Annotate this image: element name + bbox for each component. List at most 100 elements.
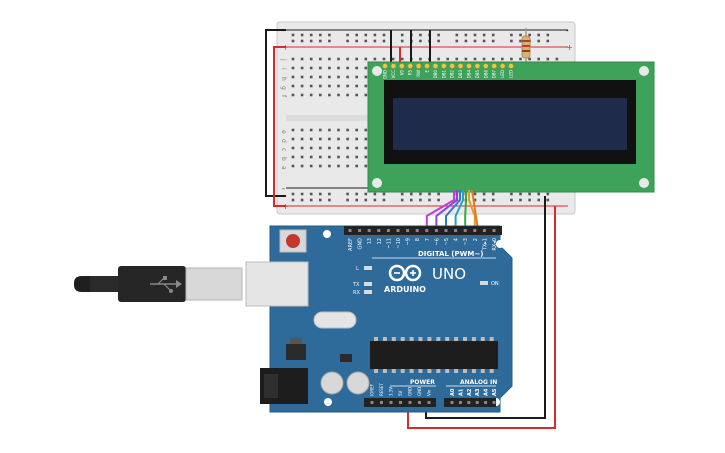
arduino-uno[interactable]: AREF GND 13 12 ~11 ~10 ~9 8 7 ~6 ~5 4 ~3… (245, 225, 513, 413)
breadboard-hole (346, 192, 349, 196)
breadboard-hole (328, 137, 331, 141)
resistor-band (522, 40, 530, 42)
voltage-regulator-tab (290, 338, 302, 344)
breadboard-hole (364, 146, 368, 150)
breadboard-hole (328, 164, 331, 168)
digital-header-pin (492, 229, 496, 232)
breadboard-hole (346, 93, 349, 97)
rail-minus-bottom-left: - (282, 184, 285, 193)
breadboard-hole (337, 128, 340, 132)
chip-pin (436, 337, 441, 341)
breadboard-hole (382, 192, 386, 196)
breadboard-hole (382, 33, 386, 37)
digital-header-pin (406, 229, 410, 232)
breadboard-hole (355, 164, 358, 168)
usb-strain-relief (90, 276, 118, 292)
digital-pin-label: TX▸1 (482, 238, 488, 251)
data-wire (445, 190, 461, 230)
resistor[interactable] (521, 28, 531, 68)
digital-header-pin (386, 229, 390, 232)
chip-pin (374, 369, 378, 373)
breadboard-hole (328, 192, 331, 196)
breadboard-hole (291, 84, 295, 88)
analog-pin-label: A2 (467, 388, 473, 396)
lcd-pin-label: E (425, 70, 430, 73)
chip-pins (374, 337, 494, 373)
breadboard-hole (473, 198, 477, 202)
wire-black-rail-loop[interactable] (265, 29, 286, 197)
breadboard-hole (419, 33, 422, 37)
wire-red-rail-loop[interactable] (273, 46, 286, 207)
resistor-band (522, 50, 530, 52)
wire-red-5v[interactable] (407, 206, 556, 429)
digital-pin-label: 4 (454, 238, 460, 241)
breadboard-hole (491, 57, 495, 61)
digital-header-pin (396, 229, 400, 232)
breadboard-hole (482, 57, 486, 61)
usb-cable[interactable] (74, 266, 243, 302)
breadboard-hole (337, 146, 340, 150)
breadboard-hole (537, 57, 540, 61)
reset-button[interactable] (286, 234, 300, 248)
rail-minus-top-right: - (566, 26, 569, 35)
breadboard-hole (510, 39, 513, 43)
breadboard-hole (355, 33, 358, 37)
breadboard-hole (491, 192, 495, 196)
data-wire (425, 190, 455, 230)
lcd-header-pin (441, 63, 447, 69)
digital-header-pin (434, 229, 438, 232)
breadboard-hole (300, 164, 304, 168)
lcd-header-pin (483, 63, 489, 69)
breadboard-hole (309, 39, 313, 43)
breadboard-hole (309, 198, 313, 202)
breadboard-hole (419, 198, 422, 202)
breadboard-hole (510, 57, 513, 61)
breadboard-hole (519, 39, 522, 43)
breadboard-hole (446, 57, 449, 61)
digital-pin-label: ~11 (386, 238, 392, 249)
row-label: j (280, 58, 287, 61)
digital-pin-label: 13 (367, 238, 373, 244)
digital-header-pin (454, 229, 458, 232)
breadboard-hole (519, 57, 522, 61)
breadboard-hole (337, 164, 340, 168)
lcd-header-pin (415, 63, 422, 69)
breadboard-hole (319, 93, 322, 97)
lcd-pin-label: LED (509, 70, 514, 78)
lcd-mount-hole (639, 66, 649, 76)
breadboard-hole (519, 198, 522, 202)
breadboard-hole (337, 57, 340, 61)
breadboard-hole (309, 155, 313, 159)
breadboard-hole (309, 146, 313, 150)
chip-pin (480, 337, 485, 341)
lcd-header-pin (508, 63, 514, 69)
breadboard-hole (346, 66, 349, 70)
breadboard-hole (309, 66, 313, 70)
breadboard-hole (373, 39, 377, 43)
breadboard-hole (364, 155, 368, 159)
lcd-header-pin (424, 63, 430, 69)
breadboard-hole (437, 198, 440, 202)
breadboard-hole (337, 93, 340, 97)
breadboard-hole (464, 57, 468, 61)
breadboard-hole (410, 198, 413, 202)
power-header-pin (399, 401, 402, 404)
breadboard-hole (309, 84, 313, 88)
power-header-label: POWER (410, 379, 435, 386)
breadboard-hole (519, 192, 522, 196)
led-tx (364, 282, 372, 286)
digital-pin-label: 12 (377, 238, 383, 244)
crystal-oscillator (313, 311, 357, 329)
breadboard-hole (346, 155, 349, 159)
breadboard-hole (491, 198, 495, 202)
chip-pin (400, 337, 405, 341)
breadboard-hole (464, 33, 468, 37)
lcd-header-pin (399, 63, 405, 69)
lcd-module[interactable]: GND VCC V0 RS RW E DB0 DB1 DB2 DB3 DB4 D… (367, 61, 655, 193)
breadboard-hole (510, 33, 513, 37)
breadboard-hole (291, 164, 295, 168)
breadboard-hole (291, 57, 295, 61)
breadboard-hole (400, 198, 404, 202)
analog-pin-label: A0 (450, 388, 456, 396)
